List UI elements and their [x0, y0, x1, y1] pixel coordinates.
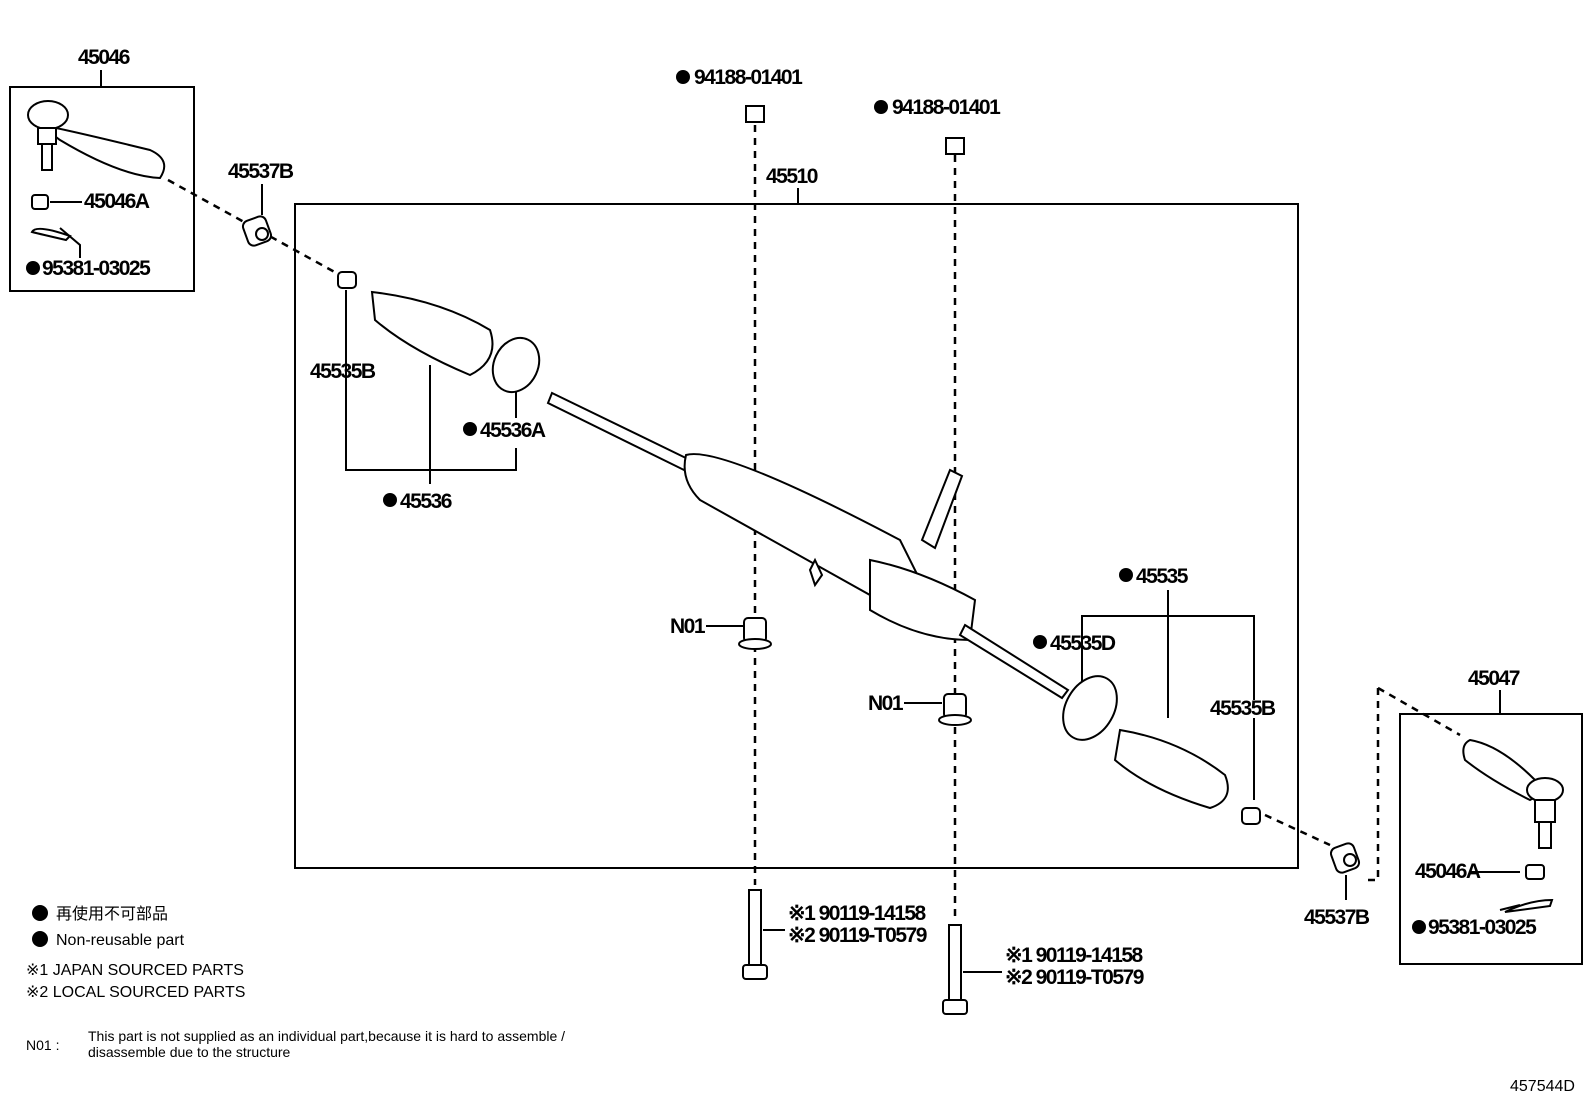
label-cotter-pin-rh: 95381-03025 [1428, 916, 1537, 939]
steering-rack-icon [546, 391, 1070, 700]
tie-rod-end-rh-icon [1462, 738, 1564, 849]
legend-n01-code: N01 : [26, 1037, 59, 1053]
label-tie-rod-end-lh: 45046 [78, 46, 130, 69]
legend-n01-note-line1: This part is not supplied as an individu… [88, 1028, 565, 1044]
label-nut-1: 94188-01401 [694, 66, 803, 89]
diagram-id: 457544D [1510, 1078, 1575, 1095]
label-lock-nut-lh: 45537B [228, 160, 294, 183]
legend-non-reusable-en: Non-reusable part [56, 932, 185, 949]
label-rack-assy: 45510 [766, 165, 818, 188]
legend-local-sourced: ※2 LOCAL SOURCED PARTS [26, 984, 245, 1001]
label-tie-rod-end-rh: 45047 [1468, 667, 1520, 690]
boot-clamp-rh-icon [1241, 807, 1261, 825]
boot-lh-icon [370, 290, 494, 377]
legend-non-reusable-jp: 再使用不可部品 [56, 905, 168, 923]
boot-band-rh-icon [1062, 675, 1118, 741]
lock-nut-rh-icon [1329, 842, 1361, 874]
lock-nut-lh-icon [241, 215, 273, 247]
nut-2-icon [945, 137, 965, 155]
label-lock-nut-rh: 45537B [1304, 906, 1370, 929]
bolt-b-icon [942, 924, 968, 1015]
tie-rod-nut-lh-icon [31, 194, 49, 210]
label-bolt-a-2: ※2 90119-T0579 [788, 924, 927, 947]
legend-japan-sourced: ※1 JAPAN SOURCED PARTS [26, 962, 244, 979]
label-boot-lh: 45536 [400, 490, 452, 513]
label-tie-rod-nut-rh: 45046A [1415, 860, 1481, 883]
tie-rod-end-lh-icon [27, 100, 166, 180]
label-n01-a: N01 [670, 615, 706, 638]
cotter-pin-rh-icon [1504, 898, 1554, 913]
label-cotter-pin-lh: 95381-03025 [42, 257, 151, 280]
label-tie-rod-nut-lh: 45046A [84, 190, 150, 213]
legend-n01-note-line2: disassemble due to the structure [88, 1044, 291, 1060]
rack-assy-box [294, 203, 1299, 869]
boot-clamp-lh-icon [337, 271, 357, 289]
boot-band-lh-icon [491, 336, 541, 394]
n01-b-icon [938, 693, 972, 726]
boot-rh-icon [1113, 728, 1229, 810]
label-nut-2: 94188-01401 [892, 96, 1001, 119]
tie-rod-end-rh-box [1399, 713, 1583, 965]
label-bolt-a-1: ※1 90119-14158 [788, 902, 927, 925]
label-boot-band-lh: 45536A [480, 419, 546, 442]
label-n01-b: N01 [868, 692, 904, 715]
nut-1-icon [745, 105, 765, 123]
n01-a-icon [738, 617, 772, 650]
non-reusable-marker-icon [26, 70, 1426, 947]
label-boot-clamp-lh: 45535B [310, 360, 376, 383]
label-bolt-b-2: ※2 90119-T0579 [1005, 966, 1144, 989]
cotter-pin-lh-icon [30, 227, 72, 242]
bolt-a-icon [742, 889, 768, 980]
tie-rod-nut-rh-icon [1525, 864, 1545, 880]
label-bolt-b-1: ※1 90119-14158 [1005, 944, 1144, 967]
label-boot-rh: 45535 [1136, 565, 1189, 588]
label-boot-clamp-rh: 45535B [1210, 697, 1276, 720]
label-boot-band-rh: 45535D [1050, 632, 1116, 655]
